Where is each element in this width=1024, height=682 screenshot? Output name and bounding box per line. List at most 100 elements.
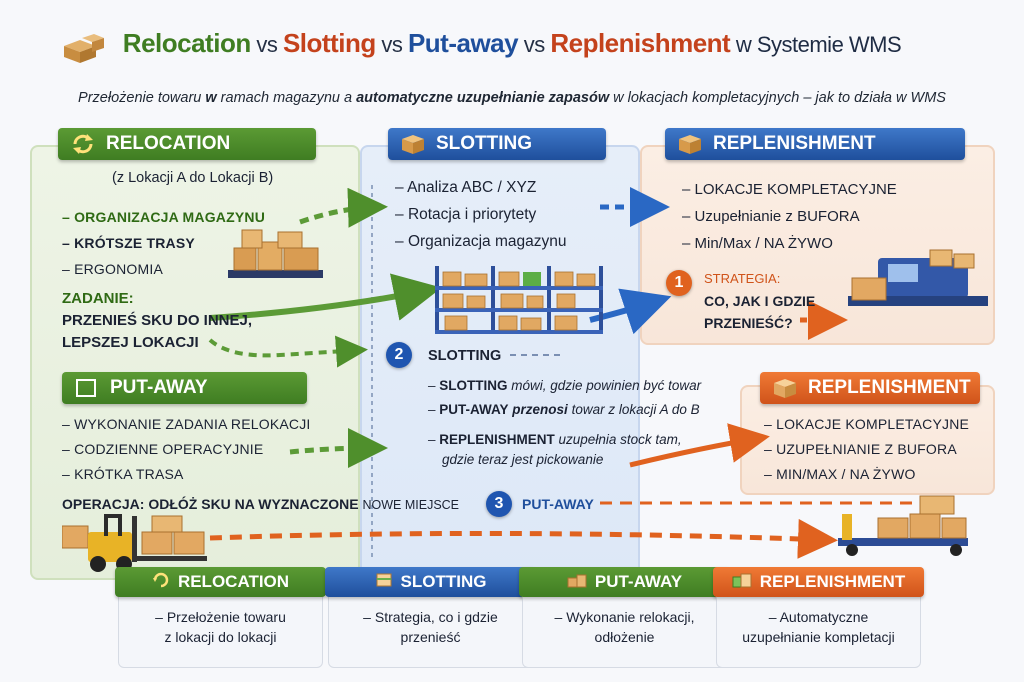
subtitle: Przełożenie towaru w ramach magazynu a a… bbox=[0, 90, 1024, 106]
title-vs: vs bbox=[250, 32, 283, 57]
card-body: Przełożenie towaru z lokacji do lokacji bbox=[129, 607, 312, 647]
summary-card-putaway: PUT-AWAY Wykonanie relokacji, odłożenie bbox=[519, 567, 730, 668]
card-line: Wykonanie relokacji, bbox=[533, 607, 716, 627]
subtitle-part: Przełożenie towaru bbox=[78, 90, 206, 106]
replenishment-secondary-list: LOKACJE KOMPLETACYJNE UZUPEŁNIANIE Z BUF… bbox=[764, 412, 969, 487]
summary-card-replenishment: REPLENISHMENT Automatyczne uzupełnianie … bbox=[713, 567, 924, 668]
refresh-icon bbox=[70, 133, 96, 155]
box-outline-icon bbox=[74, 377, 100, 399]
card-body: Automatyczne uzupełnianie kompletacji bbox=[727, 607, 910, 647]
cart-icon bbox=[838, 494, 978, 563]
relocation-list: ORGANIZACJA MAGAZYNU KRÓTSZE TRASY ERGON… bbox=[62, 204, 265, 282]
step-2-badge: 2 bbox=[386, 342, 412, 368]
card-header: RELOCATION bbox=[115, 567, 326, 597]
card-body: Strategia, co i gdzie przenieść bbox=[339, 607, 522, 647]
explanation-text: uzupełnia stock tam, bbox=[554, 432, 682, 447]
putaway-list: WYKONANIE ZADANIA RELOKACJI CODZIENNE OP… bbox=[62, 412, 311, 487]
refresh-icon bbox=[152, 571, 170, 594]
explanation-keyword: przenosi bbox=[508, 402, 568, 417]
list-item: Analiza ABC / XYZ bbox=[395, 174, 566, 201]
replenishment-list: LOKACJE KOMPLETACYJNE Uzupełnianie z BUF… bbox=[682, 176, 897, 257]
title-replenishment: Replenishment bbox=[550, 28, 731, 58]
list-item: UZUPEŁNIANIE Z BUFORA bbox=[764, 437, 969, 462]
card-body: Wykonanie relokacji, odłożenie bbox=[533, 607, 716, 647]
title-vs: vs bbox=[518, 32, 551, 57]
slotting-header-label: SLOTTING bbox=[436, 133, 533, 154]
relocation-header-label: RELOCATION bbox=[106, 133, 231, 154]
list-item: Rotacja i priorytety bbox=[395, 201, 566, 228]
list-item: KRÓTKA TRASA bbox=[62, 462, 311, 487]
list-item: ERGONOMIA bbox=[62, 256, 265, 282]
card-line: uzupełnianie kompletacji bbox=[742, 629, 895, 645]
strategy-label: STRATEGIA: bbox=[704, 271, 781, 286]
list-item: CODZIENNE OPERACYJNIE bbox=[62, 437, 311, 462]
strategy-line: PRZENIEŚĆ? bbox=[704, 315, 793, 331]
title-relocation: Relocation bbox=[122, 28, 251, 58]
page-title: Relocation vs Slotting vs Put-away vs Re… bbox=[0, 28, 1024, 59]
shelf-icon bbox=[435, 264, 605, 341]
subtitle-part: automatyczne uzupełnianie zapasów bbox=[356, 90, 610, 106]
step-3-badge: 3 bbox=[486, 491, 512, 517]
list-item: Uzupełnianie z BUFORA bbox=[682, 203, 897, 230]
step-1-badge: 1 bbox=[666, 270, 692, 296]
slotting-list: Analiza ABC / XYZ Rotacja i priorytety O… bbox=[395, 174, 566, 255]
list-item: Min/Max / NA ŻYWO bbox=[682, 230, 897, 257]
putaway-operation: OPERACJA: ODŁÓŻ SKU NA WYZNACZONE NOWE M… bbox=[62, 496, 459, 512]
box-icon bbox=[677, 133, 703, 155]
explanation-line: gdzie teraz jest pickowanie bbox=[442, 452, 604, 467]
forklift-icon bbox=[61, 512, 212, 579]
relocation-header: RELOCATION bbox=[58, 128, 316, 160]
summary-card-slotting: SLOTTING Strategia, co i gdzie przenieść bbox=[325, 567, 536, 668]
explanation-text: towar z lokacji A do B bbox=[567, 402, 700, 417]
list-item: Organizacja magazynu bbox=[395, 228, 567, 255]
list-item: LOKACJE KOMPLETACYJNE bbox=[764, 412, 969, 437]
list-item: LOKACJE KOMPLETACYJNE bbox=[682, 176, 897, 203]
card-title: PUT-AWAY bbox=[594, 572, 683, 591]
operation-text: OPERACJA: ODŁÓŻ SKU NA WYZNACZONE bbox=[62, 496, 363, 512]
card-header: REPLENISHMENT bbox=[713, 567, 924, 597]
strategy-block: STRATEGIA: CO, JAK I GDZIE PRZENIEŚĆ? bbox=[704, 268, 815, 334]
task-line: PRZENIEŚ SKU DO INNEJ, bbox=[62, 312, 253, 329]
replenishment-secondary-header-label: REPLENISHMENT bbox=[808, 377, 971, 398]
middle-explanation: SLOTTING mówi, gdzie powinien być towar … bbox=[428, 374, 701, 472]
title-vs: vs bbox=[375, 32, 408, 57]
list-item: KRÓTSZE TRASY bbox=[62, 230, 265, 256]
subtitle-part: – jak to działa w WMS bbox=[799, 90, 946, 106]
box-icon bbox=[400, 133, 426, 155]
box-icon bbox=[375, 571, 393, 594]
card-title: SLOTTING bbox=[400, 572, 487, 591]
explanation-line: REPLENISHMENT uzupełnia stock tam, bbox=[428, 428, 701, 452]
subtitle-part: w lokacjach kompletacyjnych bbox=[609, 90, 800, 106]
relocation-task: ZADANIE: PRZENIEŚ SKU DO INNEJ, LEPSZEJ … bbox=[62, 288, 252, 354]
card-title: RELOCATION bbox=[177, 572, 290, 591]
operation-text: NOWE MIEJSCE bbox=[362, 498, 460, 512]
list-item: WYKONANIE ZADANIA RELOKACJI bbox=[62, 412, 311, 437]
list-item: MIN/MAX / NA ŻYWO bbox=[764, 462, 969, 487]
replenishment-header-label: REPLENISHMENT bbox=[713, 133, 876, 154]
putaway-header: PUT-AWAY bbox=[62, 372, 307, 404]
strategy-line: CO, JAK I GDZIE bbox=[704, 293, 816, 309]
explanation-keyword: SLOTTING bbox=[439, 378, 508, 393]
card-line: Automatyczne bbox=[727, 607, 910, 627]
replenishment-header: REPLENISHMENT bbox=[665, 128, 965, 160]
relocation-subheading: (z Lokacji A do Lokacji B) bbox=[112, 170, 274, 186]
explanation-text: mówi, gdzie powinien być towar bbox=[507, 378, 702, 393]
putaway-flow-label: PUT-AWAY bbox=[522, 496, 594, 512]
explanation-keyword: REPLENISHMENT bbox=[439, 432, 555, 447]
boxes-icon bbox=[62, 34, 104, 64]
task-line: LEPSZEJ LOKACJI bbox=[62, 334, 199, 351]
box-icon bbox=[772, 377, 798, 399]
title-putaway: Put-away bbox=[407, 28, 519, 58]
pallet-icon bbox=[228, 228, 328, 289]
card-header: PUT-AWAY bbox=[519, 567, 730, 597]
card-title: REPLENISHMENT bbox=[759, 572, 906, 591]
title-slotting: Slotting bbox=[282, 28, 376, 58]
title-suffix: w Systemie WMS bbox=[730, 32, 902, 57]
card-line: przenieść bbox=[400, 629, 461, 645]
explanation-line: SLOTTING mówi, gdzie powinien być towar bbox=[428, 374, 701, 398]
card-header: SLOTTING bbox=[325, 567, 536, 597]
summary-card-relocation: RELOCATION Przełożenie towaru z lokacji … bbox=[115, 567, 326, 668]
subtitle-part: w bbox=[205, 90, 217, 106]
card-line: odłożenie bbox=[594, 629, 655, 645]
